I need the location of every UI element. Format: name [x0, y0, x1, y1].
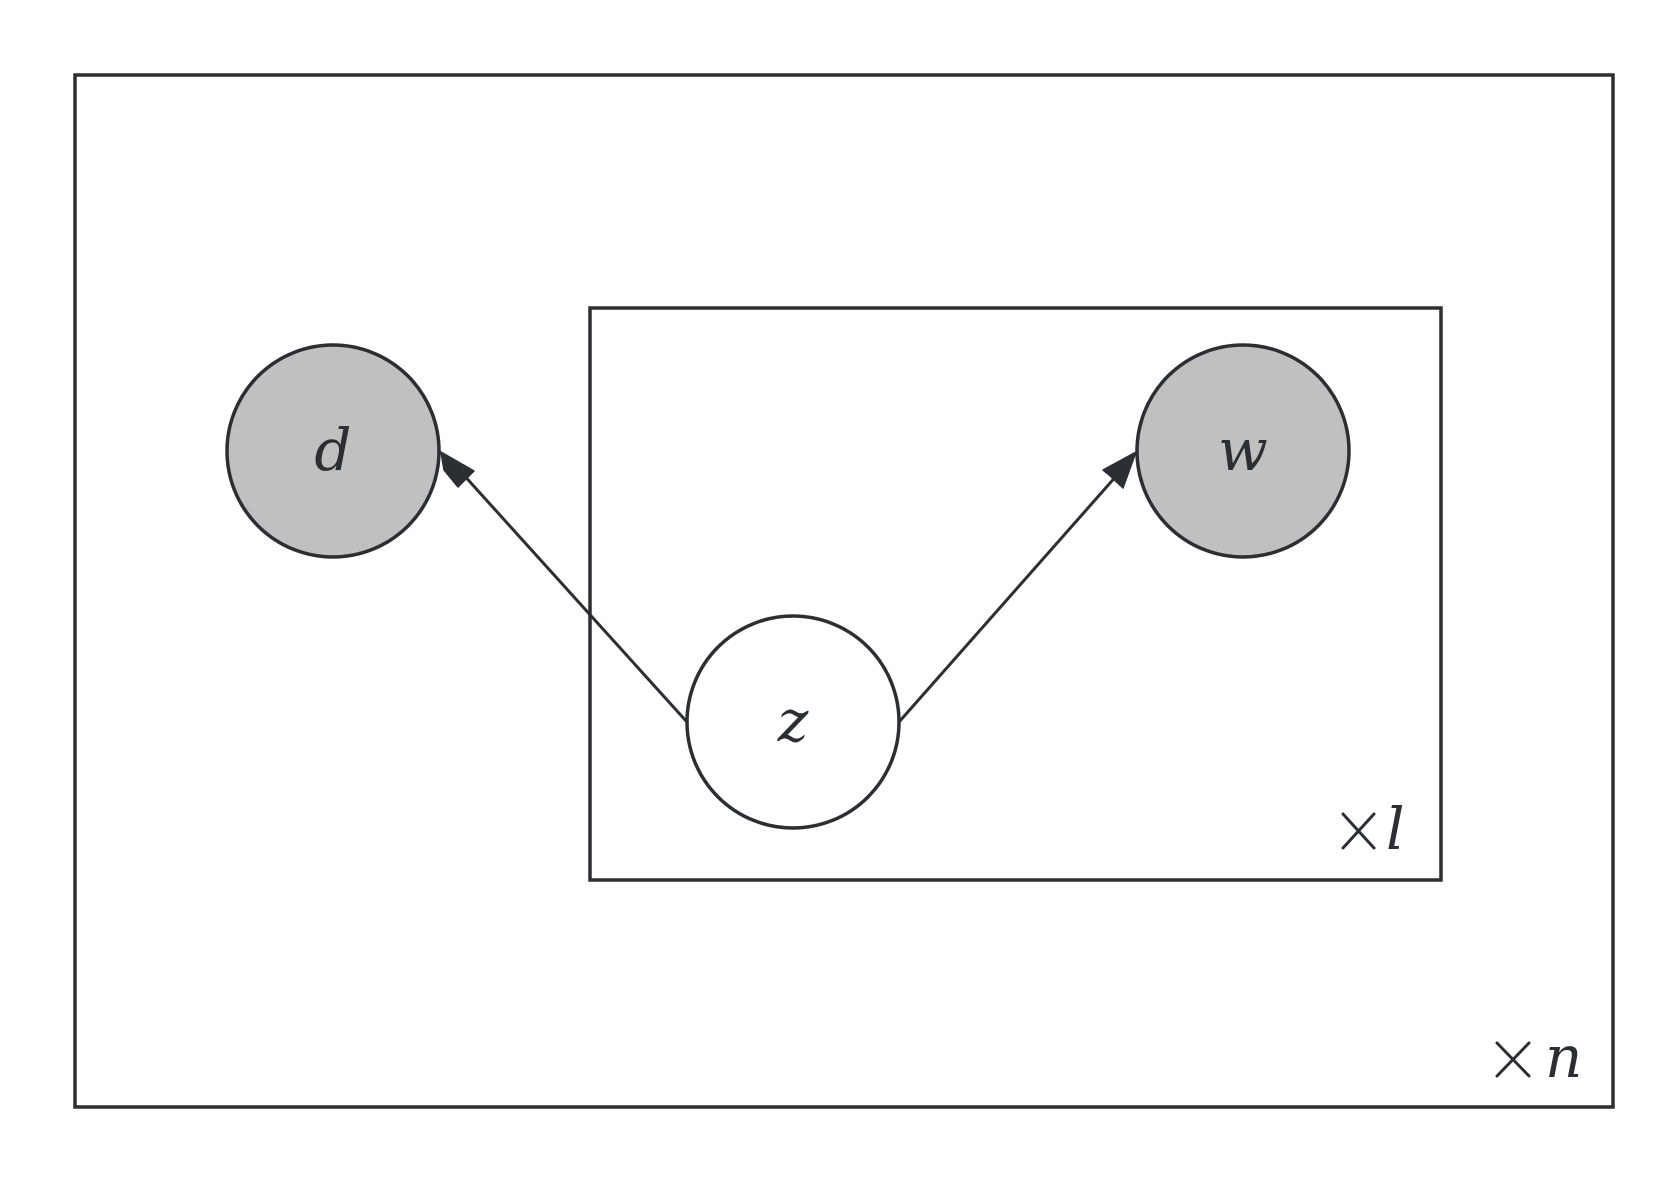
node-d — [225, 343, 441, 559]
outer-plate-label: n — [1495, 1023, 1582, 1091]
outer-plate — [73, 73, 1615, 1109]
inner-plate — [588, 306, 1443, 882]
edge-z-to-w — [897, 473, 1120, 723]
node-w — [1135, 343, 1351, 559]
outer-plate-multiplicity: n — [1545, 1023, 1582, 1091]
node-z-label: z — [777, 687, 809, 755]
arrowhead-to-d — [440, 451, 475, 488]
inner-plate-label: l — [1341, 795, 1405, 863]
node-d-label: d — [314, 416, 351, 484]
node-w-label: w — [1218, 416, 1268, 484]
node-z — [685, 614, 901, 830]
edge-z-to-d — [450, 460, 689, 724]
arrowhead-to-w — [1102, 451, 1137, 489]
inner-plate-multiplicity: l — [1386, 795, 1405, 863]
